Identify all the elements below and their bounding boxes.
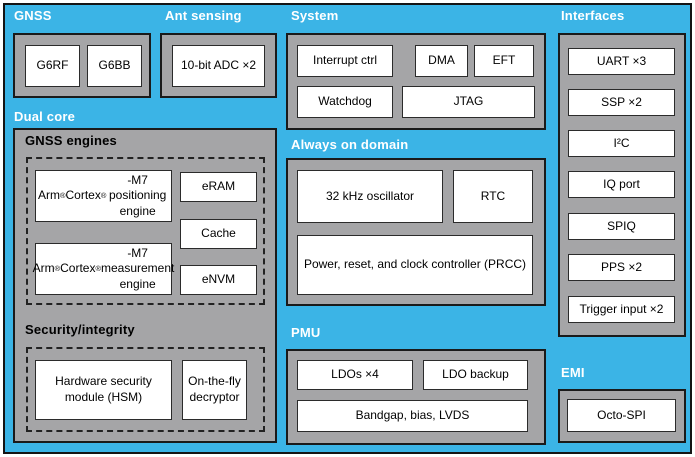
block-bandgap-bias-lvds: Bandgap, bias, LVDS: [297, 400, 528, 432]
subsection-gnss-engines-label: GNSS engines: [25, 133, 117, 148]
section-always-on-label: Always on domain: [291, 137, 409, 152]
block-rtc: RTC: [453, 170, 533, 223]
block-ldo-backup: LDO backup: [423, 360, 528, 390]
block-octo-spi: Octo-SPI: [567, 399, 676, 432]
section-gnss-label: GNSS: [14, 8, 52, 23]
block-i2c: I²C: [568, 130, 675, 157]
block-dma: DMA: [415, 45, 468, 77]
block-adc: 10-bit ADC ×2: [172, 45, 265, 87]
block-pps: PPS ×2: [568, 254, 675, 281]
section-emi-label: EMI: [561, 365, 585, 380]
block-ssp: SSP ×2: [568, 89, 675, 116]
subsection-security-label: Security/integrity: [25, 322, 135, 337]
block-uart: UART ×3: [568, 48, 675, 75]
block-ldos: LDOs ×4: [297, 360, 413, 390]
section-system-label: System: [291, 8, 339, 23]
block-interrupt-ctrl: Interrupt ctrl: [297, 45, 393, 77]
block-measurement-engine: Arm® Cortex®-M7 measurement engine: [33, 243, 174, 295]
block-eft: EFT: [474, 45, 534, 77]
block-trigger-input: Trigger input ×2: [568, 296, 675, 323]
section-pmu-label: PMU: [291, 325, 321, 340]
block-jtag: JTAG: [402, 86, 535, 118]
block-g6rf: G6RF: [25, 45, 80, 87]
block-hsm: Hardware security module (HSM): [35, 360, 172, 420]
block-otf-decryptor: On-the-fly decryptor: [182, 360, 247, 420]
block-eram: eRAM: [180, 172, 257, 202]
subsection-security-outline: [26, 347, 265, 432]
block-envm: eNVM: [180, 265, 257, 295]
block-positioning-engine: Arm® Cortex®-M7 positioning engine: [35, 170, 172, 222]
block-cache: Cache: [180, 219, 257, 249]
section-dual-core-label: Dual core: [14, 109, 76, 124]
block-iq-port: IQ port: [568, 171, 675, 198]
block-g6bb: G6BB: [87, 45, 142, 87]
subsection-gnss-engines-outline: [26, 157, 265, 305]
block-prcc: Power, reset, and clock controller (PRCC…: [297, 235, 533, 295]
section-interfaces-label: Interfaces: [561, 8, 625, 23]
block-32khz-oscillator: 32 kHz oscillator: [297, 170, 443, 223]
block-spiq: SPIQ: [568, 213, 675, 240]
block-watchdog: Watchdog: [297, 86, 393, 118]
section-ant-sensing-label: Ant sensing: [165, 8, 242, 23]
